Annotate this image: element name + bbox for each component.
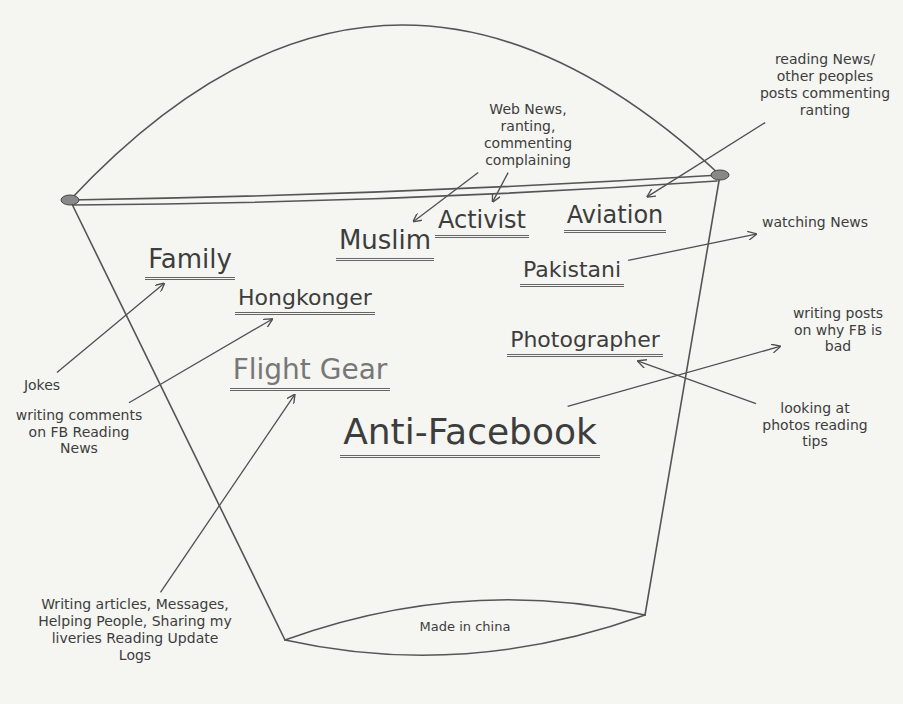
note-text: writing posts on why FB is bad — [784, 305, 892, 355]
identity-label: Aviation — [564, 201, 667, 234]
bucket-line — [285, 600, 645, 640]
identity-label: Family — [145, 244, 235, 279]
activity-note: writing comments on FB Reading News — [9, 407, 149, 457]
activity-note: writing posts on why FB is bad — [784, 305, 892, 355]
bucket-line — [285, 615, 645, 655]
identity-label: Flight Gear — [230, 353, 391, 391]
arrow-connector — [628, 234, 756, 260]
identity-label: Anti-Facebook — [340, 410, 600, 457]
note-text: Writing articles, Messages, Helping Peop… — [35, 596, 235, 663]
arrow-connector — [161, 395, 295, 593]
arrow-connector — [647, 123, 765, 197]
identity-word: Pakistani — [520, 257, 624, 287]
activity-note: Writing articles, Messages, Helping Peop… — [35, 596, 235, 663]
note-text: reading News/ other peoples posts commen… — [756, 51, 894, 118]
identity-label: Activist — [435, 206, 529, 239]
identity-word: Family — [145, 244, 235, 279]
identity-word: Activist — [435, 206, 529, 239]
note-text: Jokes — [10, 377, 74, 394]
note-text: watching News — [760, 214, 870, 231]
bucket-line — [645, 175, 720, 615]
identity-label: Hongkonger — [235, 285, 375, 315]
note-text: writing comments on FB Reading News — [9, 407, 149, 457]
bucket-shape: Made in china Family MuslimActivist Aviatio… — [55, 20, 745, 660]
connector-group — [57, 123, 780, 593]
activity-note: watching News — [760, 214, 870, 231]
note-text: Web News, ranting, commenting complainin… — [468, 101, 588, 168]
note-text: looking at photos reading tips — [760, 400, 870, 450]
identity-label: Photographer — [507, 327, 663, 357]
identity-word: Aviation — [564, 201, 667, 234]
bucket-label: Made in china — [420, 619, 511, 635]
identity-label: Muslim — [336, 225, 434, 260]
identity-word: Hongkonger — [235, 285, 375, 315]
arrow-connector — [638, 361, 756, 404]
identity-label: Pakistani — [520, 257, 624, 287]
identity-word: Flight Gear — [230, 353, 391, 391]
identity-word: Muslim — [336, 225, 434, 260]
identity-word: Photographer — [507, 327, 663, 357]
activity-note: looking at photos reading tips — [760, 400, 870, 450]
activity-note: Web News, ranting, commenting complainin… — [468, 101, 588, 168]
handle-knot — [711, 170, 729, 180]
identity-word: Anti-Facebook — [340, 410, 600, 457]
bucket-line — [70, 25, 720, 200]
activity-note: Jokes — [10, 377, 74, 394]
activity-note: reading News/ other peoples posts commen… — [756, 51, 894, 118]
handle-knot — [61, 195, 79, 205]
